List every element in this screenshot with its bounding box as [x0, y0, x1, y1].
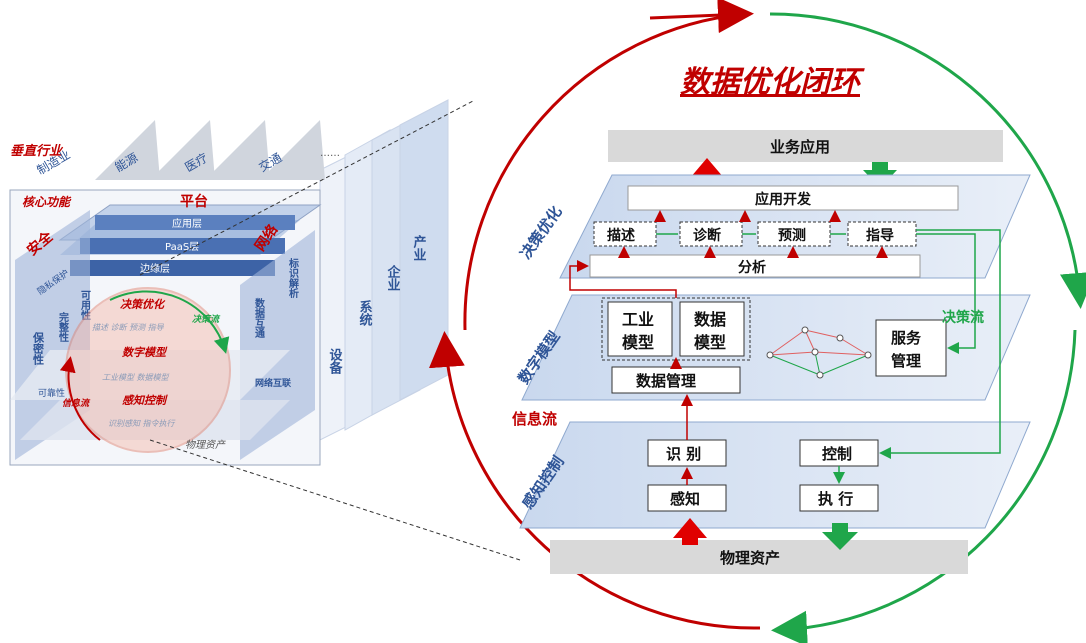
app-dev-box — [627, 185, 959, 211]
execute-label: 执 行 — [818, 490, 853, 508]
describe-label: 描述 — [607, 227, 635, 244]
scale-system: 系统 — [357, 299, 373, 327]
net-identifier: 标识解析 — [287, 257, 300, 299]
industrial-model-box — [607, 301, 673, 357]
outer-loop-red-bottom — [428, 331, 761, 630]
outer-loop-green-top — [769, 12, 1086, 309]
execute-box — [799, 484, 879, 512]
identify-box — [647, 439, 727, 467]
decision-flow-label: 决策流 — [942, 309, 984, 326]
net-interop: 数据互通 — [253, 297, 265, 339]
data-model-box — [679, 301, 745, 357]
sec-reliability: 可靠性 — [38, 387, 65, 399]
industrial-model-line1: 工业 — [622, 310, 654, 329]
data-model-line2: 模型 — [694, 333, 726, 352]
inner-decision-flow: 决策流 — [192, 314, 221, 325]
loop-title: 数据优化闭环 — [680, 65, 865, 100]
diagnose-label: 诊断 — [693, 227, 721, 244]
up-arrow-red-top — [690, 158, 724, 185]
scale-panels — [319, 99, 449, 441]
info-flow-label: 信息流 — [512, 410, 557, 428]
data-management-label: 数据管理 — [636, 372, 696, 390]
decision-flow-guide-to-control — [879, 229, 1001, 459]
inner-perception: 感知控制 — [122, 394, 168, 407]
scale-industry: 产业 — [411, 234, 427, 261]
industry-fins — [95, 120, 325, 180]
guide-box — [847, 221, 917, 247]
layer-app: 应用层 — [172, 217, 202, 230]
predict-box — [757, 221, 831, 247]
sec-confidentiality: 保密性 — [32, 331, 46, 366]
net-interconnect: 网络互联 — [255, 377, 292, 389]
analysis-box — [589, 254, 921, 278]
decision-flow-guide-to-service — [916, 233, 976, 354]
down-arrow-green-bottom — [822, 523, 858, 550]
physical-asset-bar — [550, 540, 968, 574]
inner-decision: 决策优化 — [120, 298, 166, 311]
scale-enterprise: 企业 — [385, 264, 402, 291]
data-model-line1: 数据 — [694, 310, 726, 329]
inner-decision-items: 描述 诊断 预测 指导 — [92, 323, 165, 332]
perceive-label: 感知 — [670, 490, 700, 508]
decision-small-arrows — [618, 210, 888, 258]
describe-box — [593, 221, 657, 247]
analysis-label: 分析 — [738, 259, 766, 276]
industry-more-dots: …… — [320, 148, 340, 159]
plane-decision-label: 决策优化 — [517, 203, 566, 262]
perceive-box — [647, 484, 727, 512]
layer-paas: PaaS层 — [165, 241, 199, 253]
outer-loop-green-bottom — [771, 329, 1077, 643]
platform-label: 平台 — [180, 193, 208, 210]
outer-loop-red-top — [463, 12, 746, 331]
control-box — [799, 439, 879, 467]
inner-digital: 数字模型 — [122, 346, 168, 359]
business-app-bar — [608, 130, 1003, 162]
service-management-line1: 服务 — [891, 329, 922, 347]
inner-digital-items: 工业模型 数据模型 — [102, 373, 170, 382]
layer-edge: 边缘层 — [140, 262, 170, 275]
physical-asset-label: 物理资产 — [720, 549, 780, 567]
cube-physical-asset: 物理资产 — [185, 439, 226, 451]
service-management-line2: 管理 — [891, 352, 921, 370]
core-function-label: 核心功能 — [22, 195, 72, 209]
sec-availability: 可用性 — [79, 290, 92, 321]
guide-label: 指导 — [866, 227, 894, 244]
network-graph-icon — [766, 326, 872, 379]
inner-perception-items: 识别感知 指令执行 — [108, 419, 176, 428]
control-label: 控制 — [822, 445, 852, 463]
inner-red-arrow — [59, 356, 101, 441]
info-flow-model-to-analysis — [569, 260, 677, 298]
zoom-line-bottom — [149, 439, 521, 561]
vertical-industry-label: 垂直行业 — [10, 143, 64, 159]
data-management-box — [611, 366, 741, 394]
inner-info-flow: 信息流 — [62, 398, 91, 409]
industrial-model-line2: 模型 — [622, 333, 654, 352]
predict-label: 预测 — [778, 227, 806, 244]
up-arrow-red-bottom — [673, 518, 707, 545]
plane-perception — [519, 421, 1031, 529]
identify-label: 识 别 — [666, 445, 701, 463]
diagnose-box — [679, 221, 743, 247]
inner-green-arrow — [109, 290, 230, 354]
scale-device: 设备 — [327, 348, 344, 375]
app-dev-label: 应用开发 — [755, 191, 812, 208]
sec-integrity: 完整性 — [57, 311, 70, 343]
service-management-box — [875, 319, 947, 377]
business-app-label: 业务应用 — [770, 138, 830, 156]
